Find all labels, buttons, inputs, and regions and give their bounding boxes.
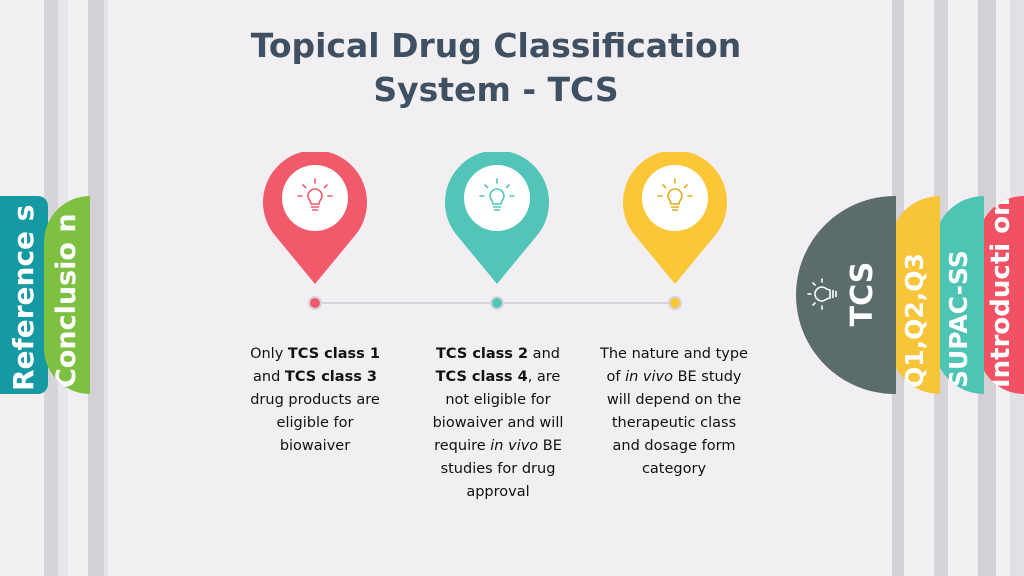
lightbulb-icon <box>807 278 837 310</box>
nav-tab-q1q2q3-label: Q1,Q2,Q3 <box>900 253 929 388</box>
timeline-dot-1 <box>308 296 322 310</box>
pin-marker-1 <box>263 152 367 284</box>
nav-tab-supac-ss-label: SUPAC-SS <box>944 250 973 388</box>
nav-tab-introduction-label: Introducti on <box>986 197 1016 388</box>
slide-title-line1: Topical Drug Classification <box>250 26 742 65</box>
pin-marker-3 <box>623 152 727 284</box>
nav-tab-references-label: Reference s <box>7 204 40 391</box>
lightbulb-icon <box>657 178 693 211</box>
nav-tab-conclusion[interactable]: Conclusio n <box>44 196 90 394</box>
nav-tab-references[interactable]: Reference s <box>0 196 48 394</box>
nav-tab-q1q2q3[interactable]: Q1,Q2,Q3 <box>890 196 940 394</box>
lightbulb-icon <box>297 178 333 211</box>
pin-marker-2 <box>445 152 549 284</box>
step-description-2: TCS class 2 and TCS class 4, are not eli… <box>432 346 564 500</box>
left-stripe-inner <box>88 0 104 576</box>
nav-tab-tcs-label: TCS <box>845 261 880 327</box>
nav-tab-introduction[interactable]: Introducti on <box>978 196 1024 394</box>
lightbulb-icon <box>479 178 515 211</box>
nav-tab-supac-ss[interactable]: SUPAC-SS <box>934 196 984 394</box>
timeline-dot-3 <box>668 296 682 310</box>
slide-title-line2: System - TCS <box>373 70 619 109</box>
nav-tab-tcs[interactable]: TCS <box>796 196 896 394</box>
left-stripe-shadow <box>104 0 108 576</box>
step-description-1: Only TCS class 1 and TCS class 3 drug pr… <box>250 346 380 454</box>
slide-title: Topical Drug Classification System - TCS <box>236 24 756 112</box>
timeline-dot-2 <box>490 296 504 310</box>
nav-tab-conclusion-label: Conclusio n <box>51 213 82 388</box>
step-description-3: The nature and type of in vivo BE study … <box>600 346 748 477</box>
